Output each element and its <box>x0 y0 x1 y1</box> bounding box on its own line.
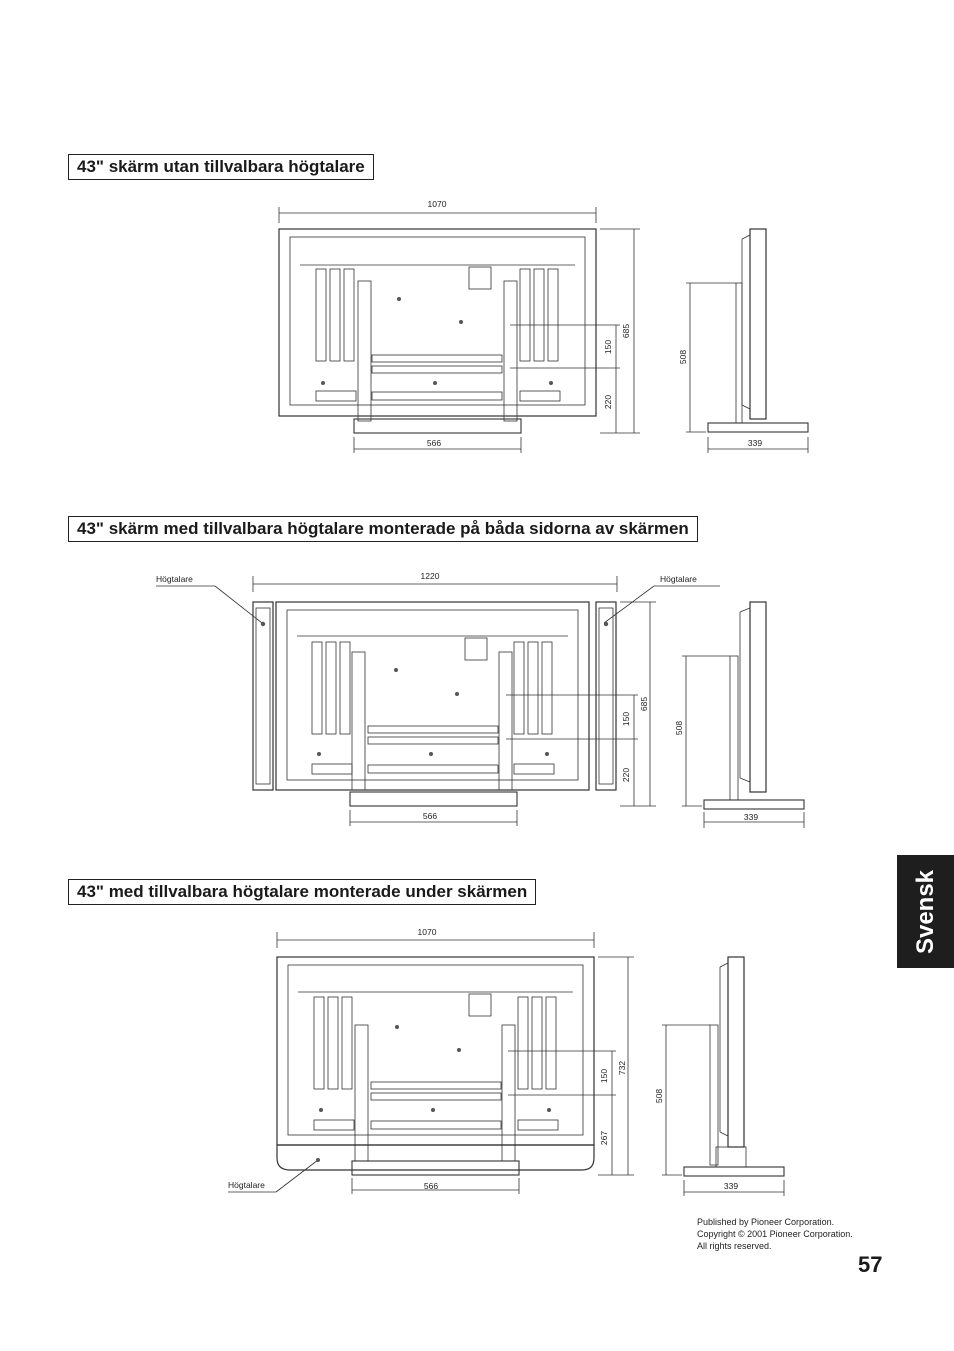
diagram-section-1: 1070 566 685 150 220 508 339 <box>0 195 954 460</box>
section-3-heading: 43" med tillvalbara högtalare monterade … <box>68 879 537 905</box>
dim-width: 1220 <box>421 571 440 581</box>
page-number: 57 <box>858 1252 883 1277</box>
dim-upper: 150 <box>621 712 631 726</box>
dim-lower: 220 <box>621 768 631 782</box>
rights-line: All rights reserved. <box>697 1241 772 1251</box>
speaker-label-left: Högtalare <box>156 574 193 584</box>
dim-lower: 267 <box>599 1131 609 1145</box>
dim-side-height: 508 <box>678 350 688 364</box>
publisher-line: Published by Pioneer Corporation. <box>697 1217 835 1227</box>
dim-upper: 150 <box>603 340 613 354</box>
dim-upper: 150 <box>599 1069 609 1083</box>
dim-height: 685 <box>621 324 631 338</box>
dim-stand-width: 566 <box>423 811 437 821</box>
dim-depth: 339 <box>744 812 758 822</box>
section-2-heading: 43" skärm med tillvalbara högtalare mont… <box>68 516 698 542</box>
dim-side-height: 508 <box>674 721 684 735</box>
dim-lower: 220 <box>603 395 613 409</box>
diagram-section-3: Högtalare 1070 566 732 150 267 508 339 <box>0 924 954 1200</box>
speaker-label: Högtalare <box>228 1180 265 1190</box>
language-tab-label: Svensk <box>911 869 939 954</box>
dim-width: 1070 <box>418 927 437 937</box>
dim-side-height: 508 <box>654 1089 664 1103</box>
dim-height: 732 <box>617 1061 627 1075</box>
dim-depth: 339 <box>724 1181 738 1191</box>
dim-stand-width: 566 <box>427 438 441 448</box>
language-tab: Svensk <box>897 855 954 968</box>
dim-depth: 339 <box>748 438 762 448</box>
dim-stand-width: 566 <box>424 1181 438 1191</box>
dim-height: 685 <box>639 697 649 711</box>
dim-width: 1070 <box>428 199 447 209</box>
speaker-label-right: Högtalare <box>660 574 697 584</box>
section-1-heading: 43" skärm utan tillvalbara högtalare <box>68 154 374 180</box>
diagram-section-2: Högtalare Högtalare 1220 566 685 150 220… <box>0 568 954 830</box>
copyright-line: Copyright © 2001 Pioneer Corporation. <box>697 1229 853 1239</box>
publisher-notice: Published by Pioneer Corporation. Copyri… <box>697 1216 853 1252</box>
